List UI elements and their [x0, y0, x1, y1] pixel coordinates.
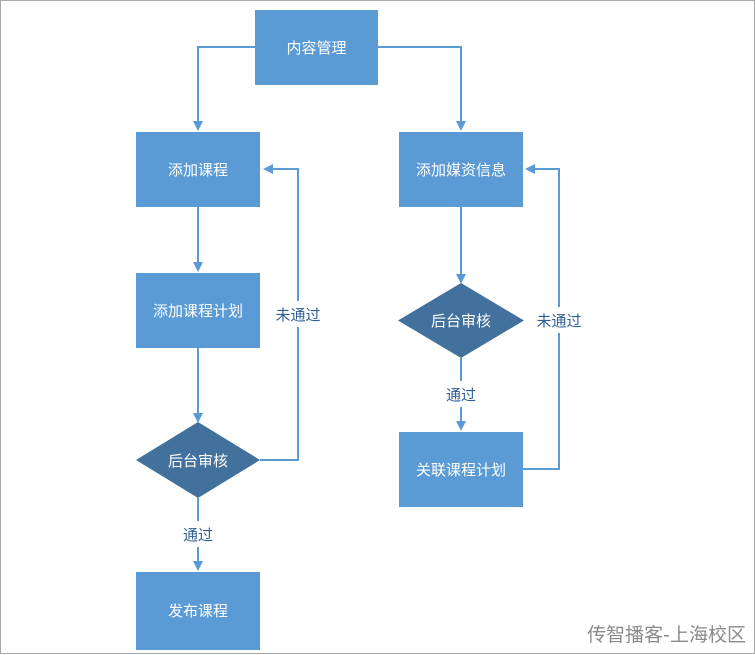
process-box	[136, 572, 260, 650]
node-label: 添加课程	[168, 161, 228, 179]
process-box	[399, 432, 523, 507]
node-label: 关联课程计划	[416, 461, 506, 479]
node-label: 内容管理	[286, 39, 346, 57]
edge-content-to-add-course	[193, 46, 255, 131]
process-box	[136, 132, 260, 207]
node-label: 添加媒资信息	[416, 161, 506, 179]
edge-label-bg	[438, 381, 484, 407]
decision-diamond	[398, 283, 524, 358]
node-review-left[interactable]: 后台审核	[136, 422, 260, 498]
edge-label-not-passed-right: 未通过	[536, 312, 581, 330]
watermark-text: 传智播客-上海校区	[587, 624, 746, 646]
node-label: 后台审核	[168, 452, 228, 470]
node-add-course-plan[interactable]: 添加课程计划	[136, 273, 260, 348]
decision-diamond	[136, 422, 260, 498]
node-link-course-plan[interactable]: 关联课程计划	[399, 432, 523, 507]
node-publish-course[interactable]: 发布课程	[136, 572, 260, 650]
node-label: 后台审核	[431, 312, 491, 330]
node-add-course[interactable]: 添加课程	[136, 132, 260, 207]
edge-content-to-add-media	[378, 46, 466, 131]
node-label: 发布课程	[168, 602, 228, 620]
edge-label-bg	[175, 521, 221, 547]
node-label: 添加课程计划	[153, 302, 243, 320]
process-box	[399, 132, 523, 207]
process-box	[255, 10, 378, 85]
node-review-right[interactable]: 后台审核	[398, 283, 524, 358]
node-add-media-info[interactable]: 添加媒资信息	[399, 132, 523, 207]
edge-label-passed-right: 通过	[446, 386, 476, 404]
edge-label-passed-left: 通过	[183, 526, 213, 544]
edge-label-not-passed-left: 未通过	[275, 306, 320, 324]
process-box	[136, 273, 260, 348]
node-content-management[interactable]: 内容管理	[255, 10, 378, 85]
edge-label-bg	[269, 301, 327, 327]
edge-label-bg	[529, 307, 589, 333]
